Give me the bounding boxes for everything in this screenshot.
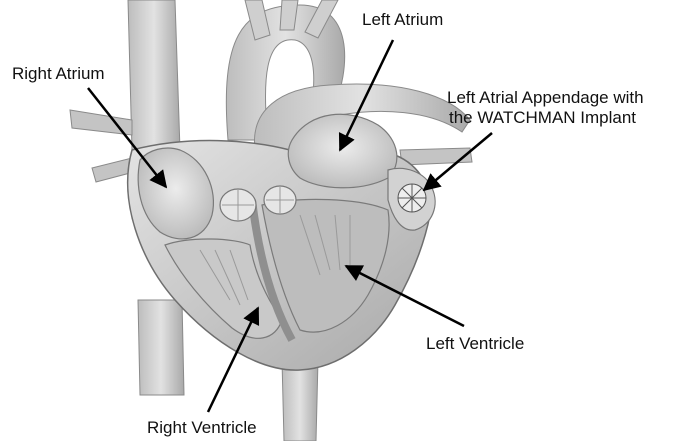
watchman-implant <box>398 184 426 212</box>
label-left-atrial-appendage: Left Atrial Appendage with the WATCHMAN … <box>447 88 644 128</box>
pulmonary-veins-left <box>400 148 472 165</box>
label-laa-line2: the WATCHMAN Implant <box>447 108 644 128</box>
superior-vena-cava <box>128 0 180 150</box>
pulmonary-veins-right <box>70 110 134 182</box>
label-right-ventricle: Right Ventricle <box>147 418 257 438</box>
left-atrium-chamber <box>288 114 397 187</box>
inferior-vena-cava <box>138 300 184 395</box>
descending-aorta <box>282 360 318 441</box>
label-right-atrium: Right Atrium <box>12 64 105 84</box>
label-laa-line1: Left Atrial Appendage with <box>447 88 644 108</box>
label-left-ventricle: Left Ventricle <box>426 334 524 354</box>
label-left-atrium: Left Atrium <box>362 10 443 30</box>
